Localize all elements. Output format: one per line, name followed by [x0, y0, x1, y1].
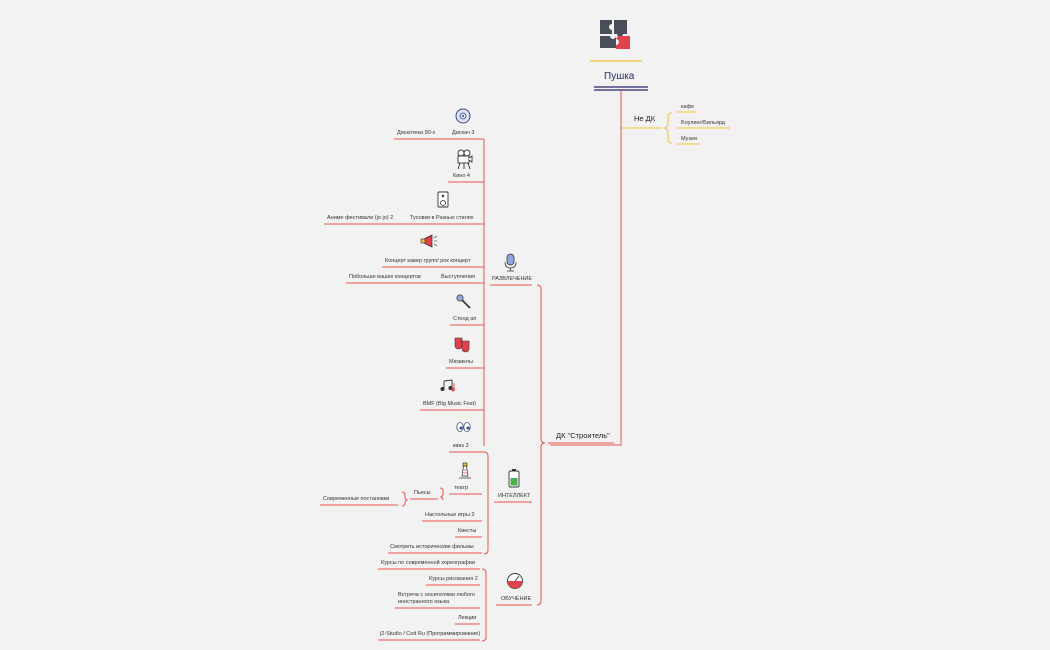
movie-camera-icon — [457, 149, 473, 170]
item-plays[interactable]: Пьесы — [414, 490, 431, 496]
topic-ne-dk[interactable]: Не ДК — [634, 114, 656, 123]
eyes-icon — [456, 422, 471, 432]
megaphone-icon — [420, 234, 438, 248]
disc-icon — [455, 108, 471, 124]
theater-masks-icon — [454, 337, 470, 353]
item-modern-plays[interactable]: Современные постановки — [323, 496, 390, 502]
category-intellect[interactable]: ИНТЕЛЛЕКТ — [498, 493, 531, 499]
item-board-games[interactable]: Настольные игры 2 — [425, 512, 475, 518]
subtopic-bowling[interactable]: Боулинг/Бильярд — [681, 120, 725, 126]
item-standup[interactable]: Стенд ап — [453, 316, 477, 322]
subtopic-museums[interactable]: Музеи — [681, 136, 697, 142]
item-drawing-courses[interactable]: Курсы рисования 2 — [429, 576, 478, 582]
subtopic-cafe[interactable]: кафе — [681, 104, 695, 110]
microphone-icon — [504, 253, 517, 272]
item-cover-concert[interactable]: Концерт кавер групп/ рок концерт — [385, 258, 471, 264]
item-musicals[interactable]: Мюзиклы — [449, 359, 473, 365]
item-quiz[interactable]: квиз 3 — [453, 443, 469, 449]
battery-icon — [508, 469, 520, 488]
item-performances[interactable]: Выступления — [441, 274, 476, 280]
item-parties[interactable]: Тусовки в Разных стилях — [410, 215, 474, 221]
item-programming[interactable]: j2-Studio / Cod Ru (Программирование) — [380, 631, 481, 637]
item-history-films[interactable]: Смотреть исторические фильмы — [390, 544, 474, 550]
handheld-mic-icon — [456, 294, 471, 309]
puzzle-icon — [600, 20, 630, 49]
item-bmf[interactable]: BMF (Big Music Fest) — [423, 401, 476, 407]
category-education[interactable]: ОБУЧЕНИЕ — [501, 596, 532, 602]
item-more-concerts[interactable]: Побольше ваших концертов — [349, 274, 421, 280]
item-quests[interactable]: Квесты — [458, 528, 477, 534]
item-native-speakers-line1[interactable]: Встреча с носителями любого — [398, 592, 475, 598]
dk-connectors — [320, 90, 622, 642]
music-notes-icon — [440, 379, 455, 392]
item-lectures[interactable]: Лекции — [458, 615, 477, 621]
item-dance-courses[interactable]: Курсы по современной хореографии — [381, 560, 475, 566]
item-native-speakers-line2[interactable]: иностранного языка — [398, 599, 450, 605]
item-disco-90s[interactable]: Дискотека 90-х — [397, 130, 436, 136]
item-anime-festivals[interactable]: Аниме фестивали (jo jo) 2 — [327, 215, 394, 221]
category-entertainment[interactable]: РАЗВЛЕЧЕНИЕ — [492, 276, 533, 282]
speaker-icon — [437, 191, 449, 208]
lighthouse-icon — [459, 462, 471, 479]
item-cinema[interactable]: Кино 4 — [453, 173, 470, 179]
gauge-icon — [507, 573, 523, 589]
root-title[interactable]: Пушка — [604, 71, 635, 82]
item-disco[interactable]: Дискач 3 — [452, 130, 475, 136]
topic-dk-stroitel[interactable]: ДК "Строитель" — [556, 431, 610, 440]
item-theater[interactable]: театр — [454, 485, 469, 491]
